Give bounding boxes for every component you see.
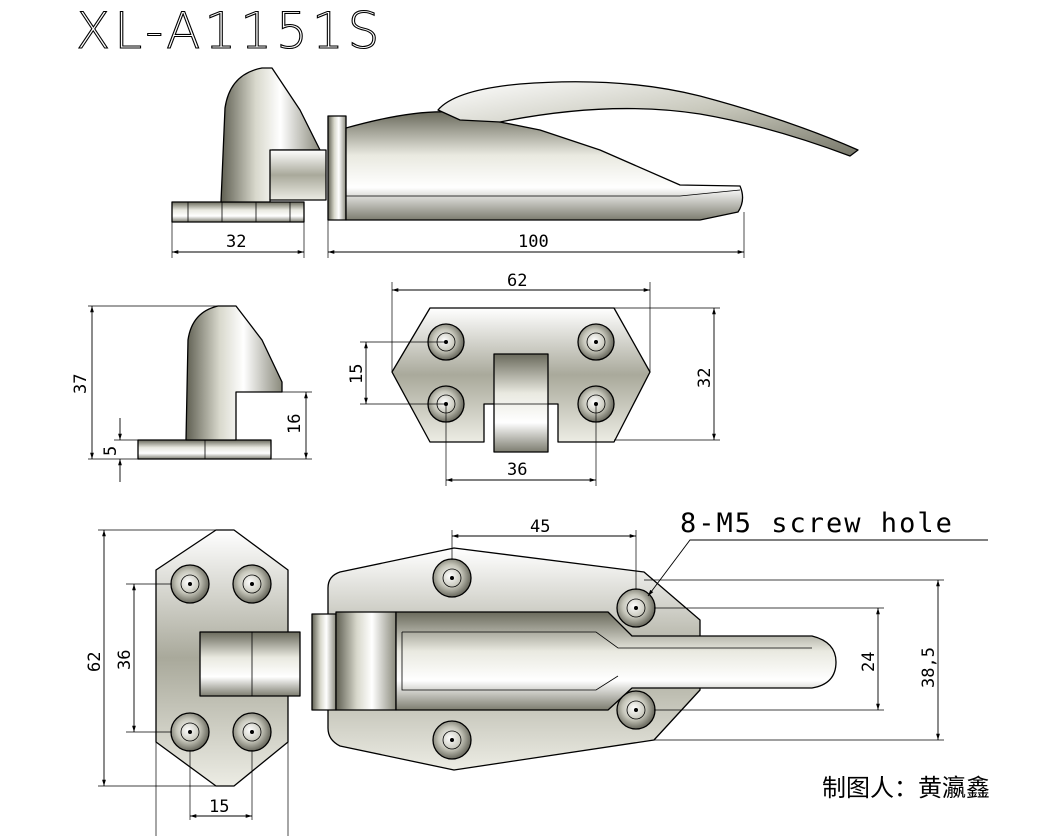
latch-hinge-block [327,115,347,221]
dim-plan-15: 15 [347,364,367,384]
catch-hook [269,149,327,201]
side-base [137,439,272,460]
latch-handle [437,81,859,157]
catch-base-plate [171,201,305,223]
dim-side-5: 5 [101,446,121,456]
dim-front-38-5: 38,5 [919,647,939,688]
dim-front-45: 45 [530,517,550,537]
side-view: 37 5 16 [71,305,312,482]
front-hinge-barrel [335,611,397,711]
dim-front-36: 36 [115,650,135,670]
catch-plan-tongue [493,353,549,453]
front-hinge-block [311,613,337,711]
dim-side-16: 16 [285,414,305,434]
top-view: 32 100 [171,67,859,258]
dim-front-24: 24 [859,652,879,672]
front-catch-tongue [199,631,301,697]
drawing-title: XL-A1151S [76,2,383,60]
catch-plan-view: 62 32 15 36 [347,271,720,486]
dim-plan-32: 32 [695,368,715,388]
front-catch-holes [170,564,272,752]
dim-top-32: 32 [226,232,246,252]
drafter-credit: 制图人：黄瀛鑫 [822,774,990,802]
front-lever [395,611,837,711]
screw-hole-note: 8-M5 screw hole [680,508,954,539]
dim-plan-62: 62 [507,271,527,291]
dim-plan-36: 36 [507,460,527,480]
dim-front-62: 62 [85,652,105,672]
side-post [185,305,283,441]
latch-body [345,111,744,221]
dim-side-37: 37 [71,374,91,394]
dim-top-100: 100 [518,232,549,252]
dim-front-15: 15 [209,797,229,817]
front-view: 62 36 15 45 24 38,5 [85,517,988,836]
